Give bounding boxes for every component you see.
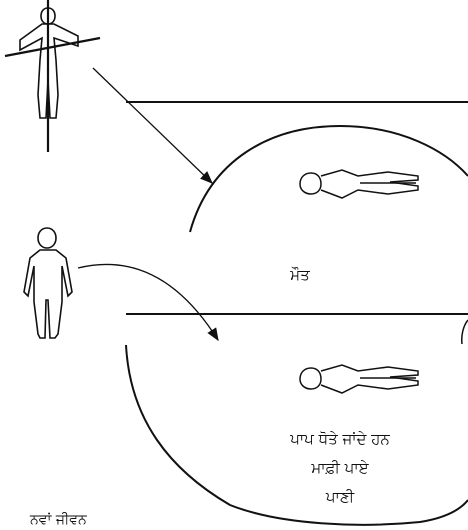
lying-figure-icon bbox=[300, 365, 418, 393]
grave-arch bbox=[190, 126, 468, 232]
arrow-person-to-water bbox=[78, 264, 218, 340]
label-bottom-partial: ਨਵਾਂ ਜੀਵਨ bbox=[30, 512, 150, 528]
standing-person-icon bbox=[24, 228, 72, 338]
label-death: ਮੌਤ bbox=[270, 266, 330, 284]
label-water: ਪਾਣੀ bbox=[240, 488, 440, 506]
label-sins-washed: ਪਾਪ ਧੋਤੇ ਜਾਂਦੇ ਹਨ bbox=[240, 430, 440, 448]
lying-figure-icon bbox=[300, 170, 418, 198]
label-forgiveness: ਮਾਫ਼ੀ ਪਾਏ bbox=[240, 459, 440, 477]
figure-on-cross-icon bbox=[5, 0, 100, 152]
arrow-cross-to-death bbox=[93, 68, 212, 183]
partial-arc-right bbox=[462, 320, 468, 344]
